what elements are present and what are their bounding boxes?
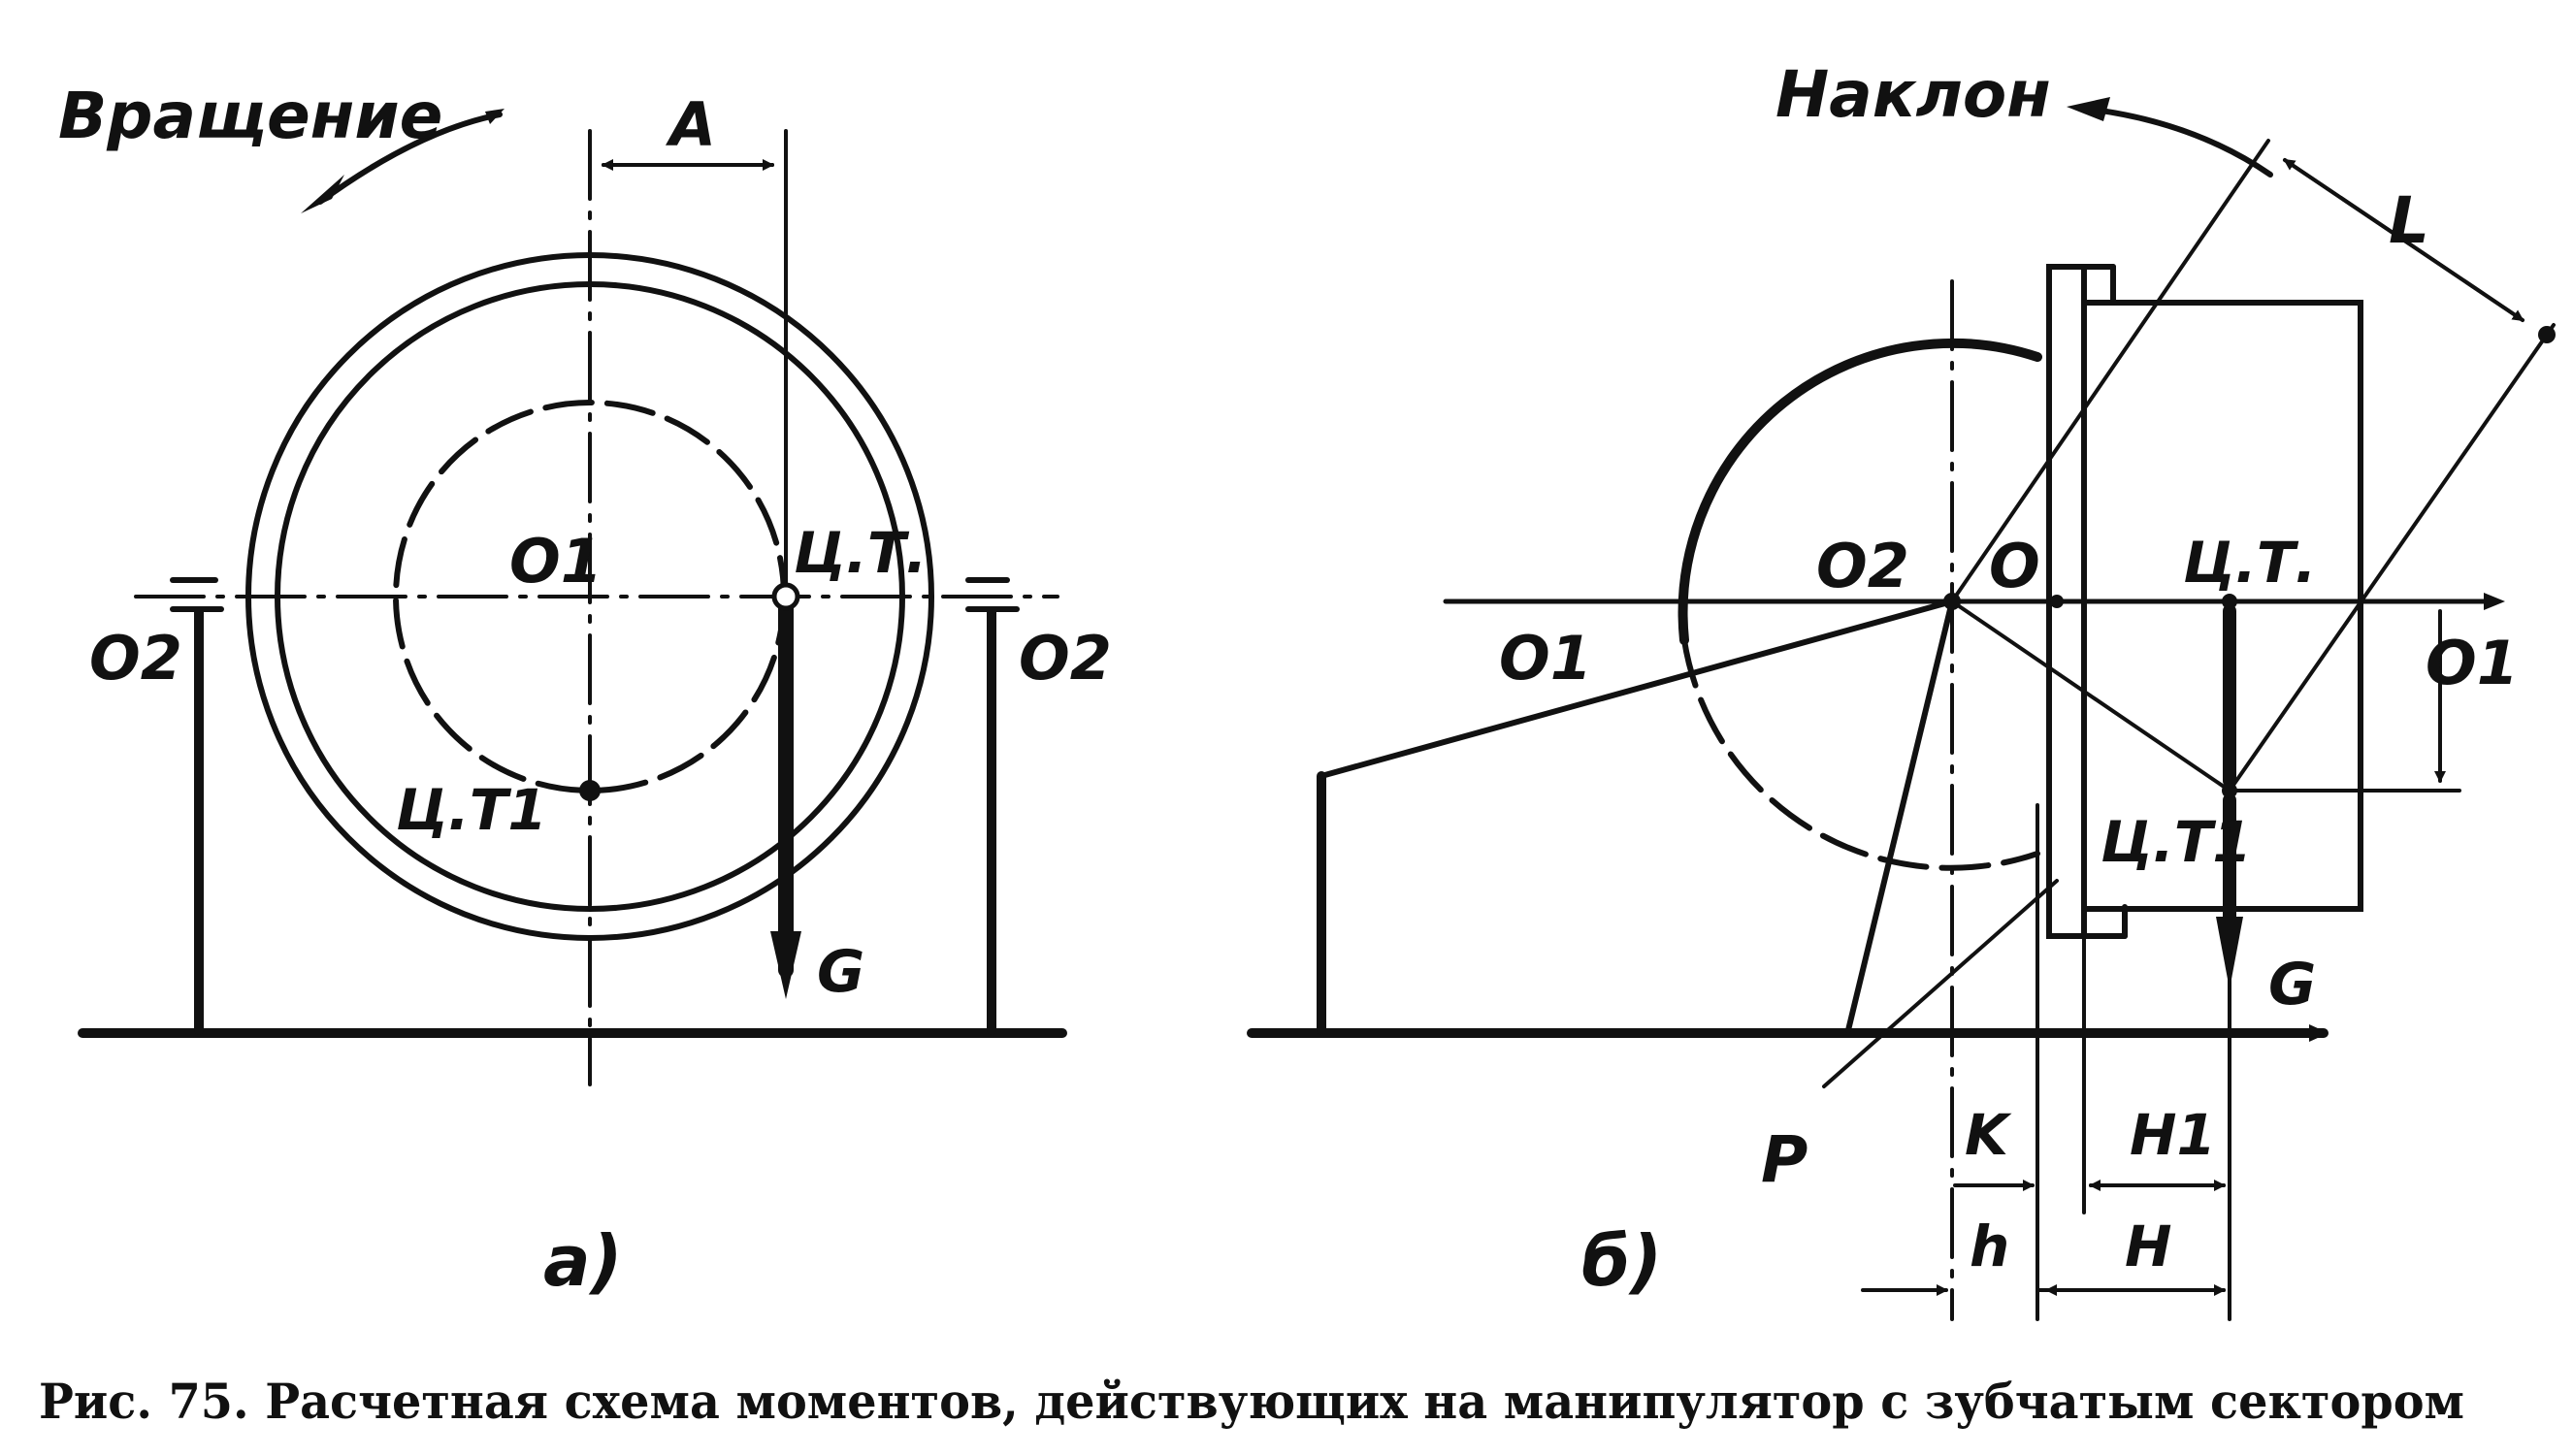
panel-a-rotation-label: Вращение	[58, 79, 442, 153]
panel-a-cg1-label: Ц.Т1	[396, 777, 547, 843]
panel-a-distance-label: A	[665, 89, 716, 160]
panel-b: Наклон L O2 O Ц.Т. O1 O1 Ц.Т1 G P K H1 h…	[1247, 57, 2556, 1321]
panel-b-cg-point	[2222, 594, 2237, 609]
panel-a-weight-label: G	[817, 938, 864, 1006]
panel-a-rotation-tail	[485, 109, 505, 124]
panel-a-support-left-label: O2	[89, 623, 182, 694]
panel-b-tilt-label: Наклон	[1775, 57, 2051, 132]
panel-a-outer-ring	[245, 252, 934, 941]
panel-a-center-label: O1	[509, 526, 603, 597]
panel-b-strut-line	[1845, 599, 1955, 1033]
panel-b-length-label: L	[2389, 183, 2429, 258]
panel-b-cg-label: Ц.Т.	[2183, 530, 2316, 596]
panel-b-inclined-frame	[2228, 323, 2556, 793]
panel-a-cg-label: Ц.Т.	[794, 520, 927, 586]
panel-b-dimension-h-small-label: h	[1970, 1213, 2009, 1279]
panel-a: Вращение A O1 O2 O2 Ц.Т. Ц.Т1 G а)	[58, 79, 1112, 1302]
panel-a-cg1-point	[579, 780, 601, 801]
panel-b-dimension-h-label: H	[2125, 1213, 2172, 1279]
panel-b-cg1-label: Ц.Т1	[2101, 809, 2252, 875]
panel-b-sector-arc-dashed	[1681, 637, 2040, 871]
panel-b-axis-o-label: O	[1989, 531, 2040, 601]
panel-a-cg-point	[771, 582, 800, 611]
panel-b-base-line-arrowhead	[2309, 1024, 2329, 1042]
panel-a-rotation-arrow	[317, 112, 503, 205]
panel-b-weight-arrowhead	[2216, 917, 2243, 989]
panel-b-label: б)	[1581, 1220, 1662, 1302]
panel-a-support-right-label: O2	[1019, 623, 1112, 694]
panel-b-dimension-h1-label: H1	[2130, 1102, 2216, 1168]
panel-b-inclined-axis	[1950, 139, 2270, 603]
panel-b-tilt-arrowhead	[2067, 97, 2110, 121]
panel-b-cg1-point	[2222, 783, 2237, 798]
panel-b-axis-o2-label: O2	[1816, 531, 1909, 601]
panel-b-force-line	[1822, 879, 2059, 1088]
panel-b-o-point	[2050, 595, 2064, 608]
panel-b-gripper-box	[2081, 300, 2363, 912]
panel-b-force-label: P	[1761, 1122, 1808, 1197]
panel-a-weight-arrowhead	[770, 931, 801, 999]
panel-b-sector-arc-solid	[1677, 338, 2042, 645]
panel-a-rotation-arrowhead	[301, 175, 344, 213]
panel-b-horizontal-axis-arrowhead	[2484, 593, 2505, 610]
panel-b-o1-left-label: O1	[1499, 623, 1592, 694]
panel-b-dimension-k-label: K	[1965, 1102, 2012, 1168]
panel-b-pedestal-top	[1319, 599, 1955, 779]
panel-b-weight-label: G	[2268, 951, 2316, 1019]
panel-b-l-end-point	[2538, 326, 2556, 343]
panel-b-l-dimension-back	[2283, 158, 2524, 322]
panel-b-o1-right-label: O1	[2426, 628, 2519, 698]
panel-b-o2-to-cg1-line	[1950, 599, 2231, 793]
figure-caption: Рис. 75. Расчетная схема моментов, дейст…	[39, 1373, 2464, 1430]
panel-b-tilt-arrow	[2083, 106, 2273, 178]
panel-a-inner-ring	[275, 281, 905, 912]
panel-b-o2-point	[1943, 593, 1961, 610]
panel-a-label: а)	[543, 1220, 623, 1302]
